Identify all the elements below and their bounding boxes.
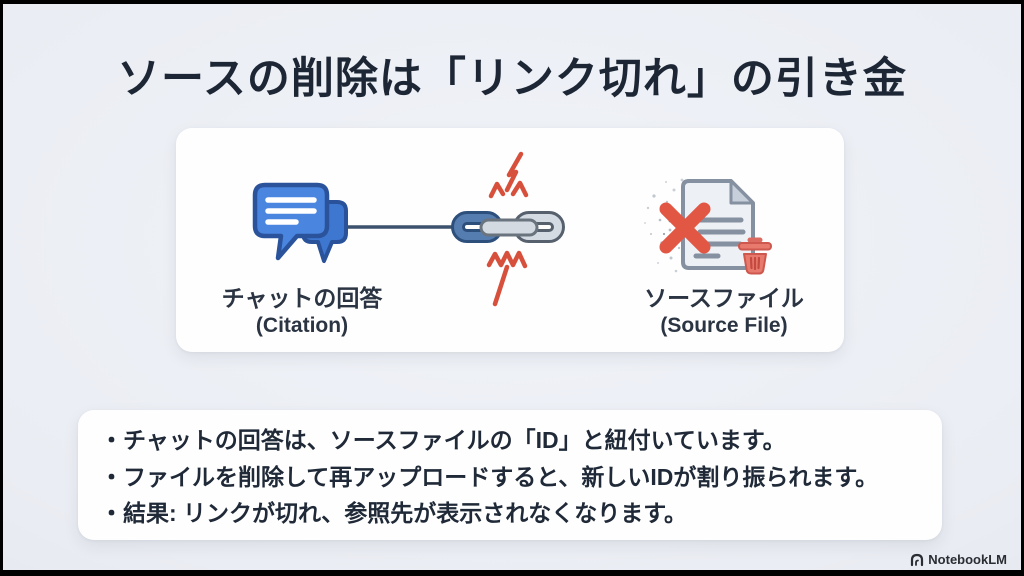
chat-bubbles-icon	[252, 182, 348, 263]
chat-label: チャットの回答	[221, 285, 383, 311]
slide: ソースの削除は「リンク切れ」の引き金	[3, 4, 1021, 570]
source-node-label: ソースファイル (Source File)	[604, 284, 844, 339]
footer-brand: NotebookLM	[910, 552, 1007, 567]
note-bullet-1: ・チャットの回答は、ソースファイルの「ID」と紐付いています。	[100, 427, 786, 453]
break-spark-icon	[486, 151, 529, 307]
notes-card: ・チャットの回答は、ソースファイルの「ID」と紐付いています。 ・ファイルを削除…	[78, 410, 942, 540]
slide-title: ソースの削除は「リンク切れ」の引き金	[117, 55, 907, 103]
chain-middle-bar	[479, 218, 539, 237]
trash-icon	[738, 237, 772, 275]
file-fold	[729, 179, 755, 205]
x-mark-icon	[659, 202, 711, 254]
chat-node-label: チャットの回答 (Citation)	[192, 284, 412, 339]
broken-chain-icon	[344, 151, 678, 307]
source-sublabel: (Source File)	[660, 314, 788, 337]
notes-list: ・チャットの回答は、ソースファイルの「ID」と紐付いています。 ・ファイルを削除…	[100, 422, 926, 532]
chat-sublabel: (Citation)	[255, 314, 349, 337]
deleted-file-icon	[644, 178, 772, 275]
source-label: ソースファイル	[644, 285, 804, 311]
note-bullet-2: ・ファイルを削除して再アップロードすると、新しいIDが割り振られます。	[100, 463, 879, 490]
brand-text: NotebookLM	[928, 552, 1007, 567]
note-bullet-3: ・結果: リンクが切れ、参照先が表示されなくなります。	[100, 500, 687, 526]
notebooklm-logo-icon	[911, 553, 924, 566]
diagram-card: チャットの回答 (Citation) ソースファイル (Source File)	[176, 128, 844, 352]
